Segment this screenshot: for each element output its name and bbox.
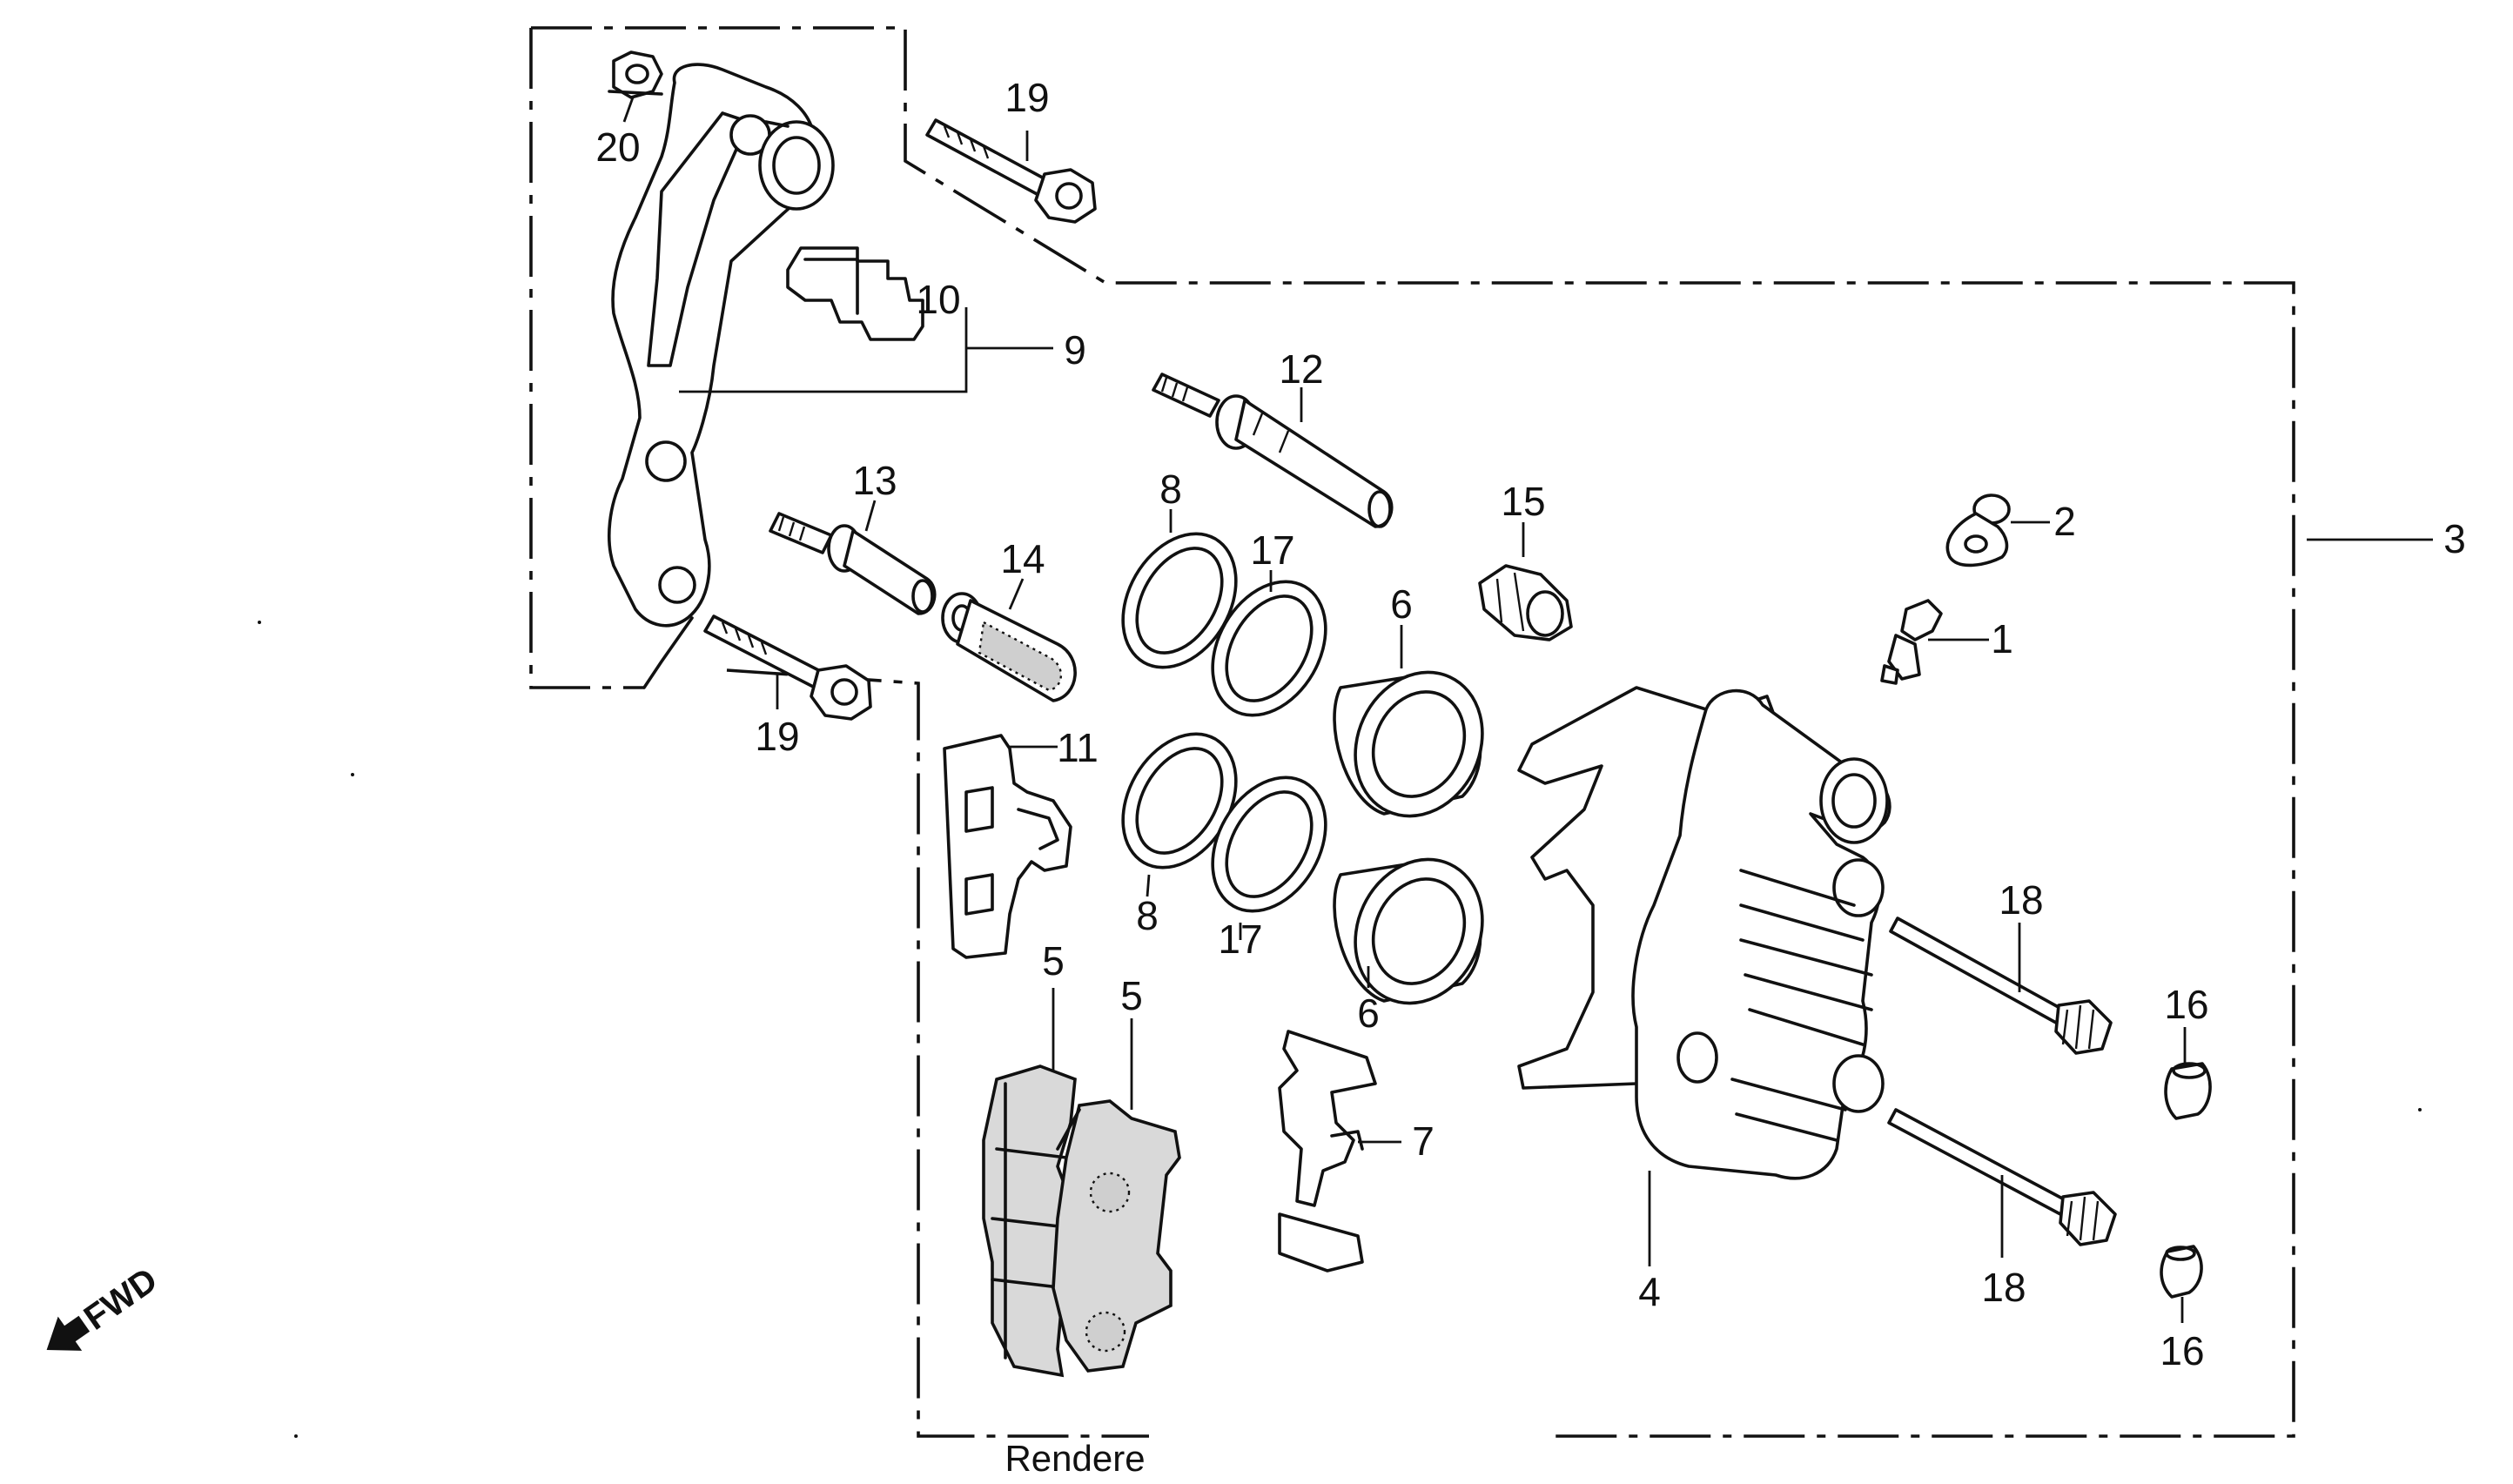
brake-pad-inner: [1052, 1099, 1181, 1373]
bleeder-valve: [1880, 599, 1989, 685]
callout-19-upper: 19: [1005, 75, 1049, 120]
callout-17-upper: 17: [1250, 527, 1294, 573]
callout-7: 7: [1412, 1118, 1435, 1164]
callout-18-upper: 18: [1999, 877, 2043, 923]
pistons: [1333, 625, 1484, 1005]
pad-leaders-5: [1052, 988, 1133, 1110]
pad-shim: [943, 734, 1072, 959]
callout-8-upper: 8: [1159, 467, 1182, 512]
callout-17-lower: 17: [1218, 917, 1262, 962]
slide-pin-bolt-13: [769, 500, 937, 615]
callout-19-lower: 19: [755, 714, 799, 759]
pad-spring: [1278, 1030, 1401, 1272]
callout-10: 10: [916, 277, 960, 322]
piston-seals: [1121, 532, 1327, 913]
callout-14: 14: [1000, 536, 1045, 581]
callout-5-outer: 5: [1042, 938, 1065, 984]
callout-13: 13: [852, 458, 897, 503]
seal-leaders: [1146, 509, 1273, 940]
caliper-body: [1517, 686, 1891, 1266]
speck: [294, 1434, 298, 1438]
fwd-label: FWD: [77, 1260, 165, 1337]
bracket-leader-9: [679, 307, 1053, 393]
speck: [351, 773, 354, 776]
callout-6-lower: 6: [1357, 990, 1380, 1036]
callout-labels: 1 2 3 4 5 5 6 6 7 8 8 9 10 11 12 13 14 1…: [595, 75, 2465, 1373]
pad-pin-lower: [1887, 1108, 2117, 1258]
pad-pin-upper: [1889, 917, 2113, 1055]
callout-5-inner: 5: [1120, 973, 1143, 1018]
flange-nut: [608, 50, 663, 123]
arrow-left-icon: [46, 1315, 91, 1351]
brake-pad-outer: [982, 1064, 1077, 1378]
callout-8-lower: 8: [1136, 893, 1159, 938]
pad-retainer-clip: [786, 246, 924, 341]
caliper-bracket: [608, 63, 835, 689]
callout-2: 2: [2053, 499, 2076, 544]
slide-pin-bolt-12: [1152, 373, 1394, 528]
pin-boot: [1478, 522, 1573, 641]
watermark-text: Rendere: [1005, 1438, 1145, 1479]
callout-11: 11: [1057, 725, 1099, 770]
callout-1: 1: [1991, 616, 2013, 661]
callout-16-lower: 16: [2160, 1328, 2204, 1373]
forward-direction-indicator: FWD: [46, 1260, 165, 1351]
pin-14: [941, 578, 1077, 702]
callout-18-lower: 18: [1981, 1265, 2026, 1310]
speck: [258, 621, 261, 624]
bleeder-cap: [1945, 494, 2050, 567]
callout-15: 15: [1501, 479, 1545, 524]
plugs: [2160, 1027, 2212, 1323]
bracket-bolt-lower: [703, 614, 872, 721]
callout-6-upper: 6: [1390, 581, 1413, 627]
callout-4: 4: [1638, 1269, 1661, 1314]
callout-20: 20: [595, 124, 640, 170]
callout-3: 3: [2443, 516, 2466, 561]
callout-12: 12: [1279, 346, 1323, 392]
callout-16-upper: 16: [2164, 982, 2208, 1027]
speck: [2418, 1108, 2422, 1111]
bracket-bolt-upper: [925, 118, 1097, 224]
callout-9: 9: [1064, 327, 1086, 373]
